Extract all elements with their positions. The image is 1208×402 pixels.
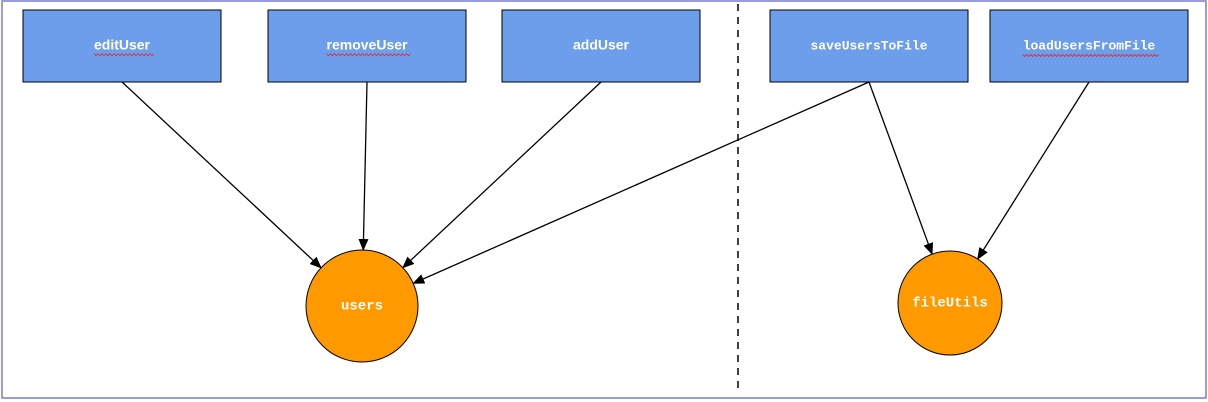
function-box-adduser-rect [501,9,701,83]
function-box-adduser: addUser [501,9,701,83]
edge-add-to-users [402,81,602,269]
edge-load-to-fileutils [977,81,1090,260]
edge-save-to-fileutils [868,81,934,256]
function-box-saveuserstofile: saveUsersToFile [769,9,969,83]
edge-save-to-users [412,81,870,284]
function-box-removeuser-rect [267,9,467,83]
function-box-edituser: editUser [22,9,222,83]
module-node-fileutils-circle [897,250,1003,356]
module-node-users-circle [305,249,419,363]
edge-edit-to-users [121,81,322,269]
spellcheck-underline [1022,53,1160,58]
module-node-fileutils: fileUtils [897,250,1003,356]
function-box-loadusersfromfile: loadUsersFromFile [989,9,1189,83]
function-box-removeuser: removeUser [267,9,467,83]
spellcheck-underline [93,53,155,57]
function-box-edituser-rect [22,9,222,83]
function-box-saveuserstofile-rect [769,9,969,83]
spellcheck-underline [326,53,411,57]
module-node-users: users [305,249,419,363]
edge-remove-to-users [358,81,369,252]
function-box-loadusersfromfile-rect [989,9,1189,83]
edges-group [121,81,1090,284]
